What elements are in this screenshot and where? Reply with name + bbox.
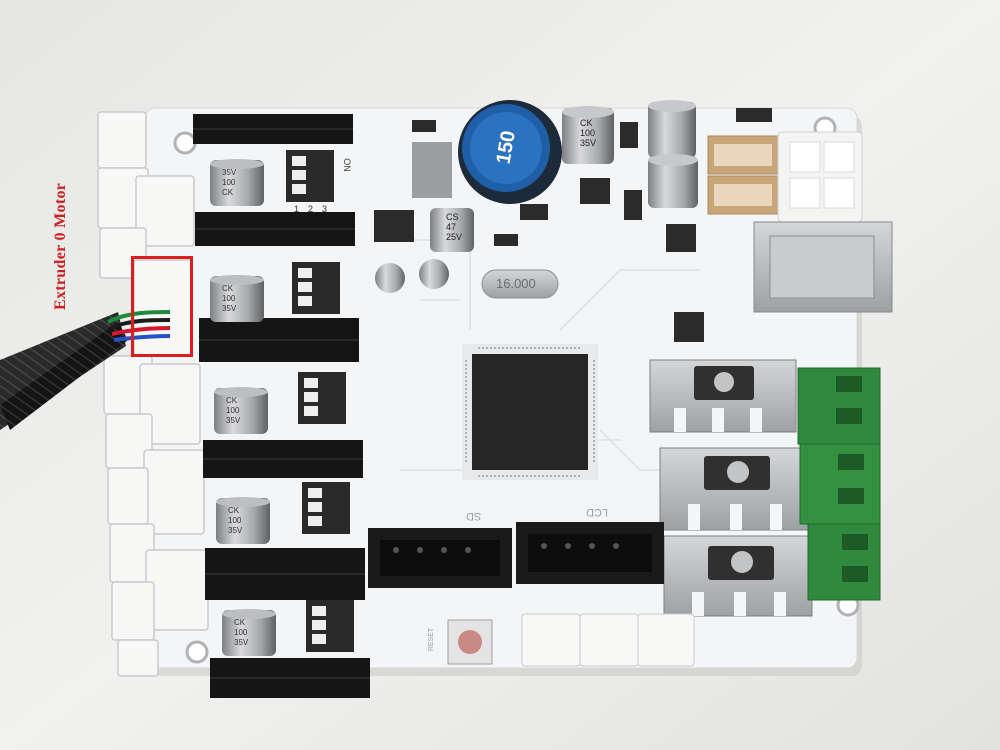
mcu-chip — [462, 344, 598, 480]
usb-port — [753, 221, 893, 313]
reset-button — [447, 619, 493, 665]
cap-large-marking-3: 35V — [580, 138, 597, 148]
motor-cable — [0, 310, 171, 430]
stepper-cap-3-line-3: 35V — [226, 416, 241, 425]
heatsinks — [649, 359, 813, 617]
power-capacitors — [375, 100, 698, 293]
stepper-cap-4-line-1: CK — [228, 506, 240, 515]
stepper-cap-3-line-2: 100 — [226, 406, 240, 415]
dip-number-3: 3 — [322, 204, 328, 214]
cap-large-marking-1: CK — [580, 118, 593, 128]
reset-label: RESET — [428, 627, 436, 652]
power-connector — [777, 131, 863, 223]
stepper-cap-1-line-2: 100 — [222, 178, 236, 187]
cap-small-marking-2: 47 — [446, 222, 457, 232]
stepper-cap-5-line-2: 100 — [234, 628, 248, 637]
bottom-jst-connectors — [521, 613, 695, 667]
stepper-cap-1-line-3: CK — [222, 188, 234, 197]
stepper-cap-3-line-1: CK — [226, 396, 238, 405]
box-headers — [368, 522, 664, 588]
cap-small-marking-1: CS — [446, 212, 459, 222]
crystal-marking: 16.000 — [496, 276, 536, 291]
inductor — [458, 100, 562, 204]
sd-label: SD — [466, 510, 482, 522]
green-terminal-blocks — [797, 367, 881, 601]
extruder-motor-label: Extruder 0 Motor — [52, 182, 69, 310]
stepper-cap-5-line-1: CK — [234, 618, 246, 627]
stepper-capacitors — [210, 159, 276, 656]
stepper-cap-2-line-2: 100 — [222, 294, 236, 303]
dip-number-2: 2 — [308, 204, 314, 214]
extruder-motor-highlight-box — [131, 256, 193, 357]
stepper-cap-2-line-3: 35V — [222, 304, 237, 313]
cap-large-marking-2: 100 — [580, 128, 596, 138]
dip-number-1: 1 — [294, 204, 300, 214]
dip-on-label: ON — [341, 158, 352, 172]
dip-switches — [286, 150, 354, 652]
cap-small-marking-3: 25V — [446, 232, 463, 242]
left-jst-connectors — [97, 111, 209, 677]
stepper-cap-4-line-3: 35V — [228, 526, 243, 535]
fuses — [707, 135, 779, 215]
stepper-cap-1-line-1: 35V — [222, 168, 237, 177]
stepper-cap-2-line-1: CK — [222, 284, 234, 293]
lcd-label: LCD — [586, 506, 609, 518]
crystal — [481, 269, 559, 299]
smd-components — [374, 108, 772, 342]
stepper-cap-5-line-3: 35V — [234, 638, 249, 647]
stepper-cap-4-line-2: 100 — [228, 516, 242, 525]
